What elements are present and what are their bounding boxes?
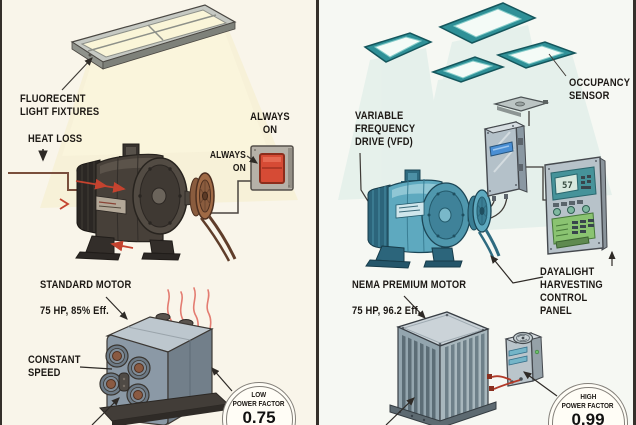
premium-motor-illustration [365, 169, 501, 269]
occupancy-pointer [548, 53, 567, 77]
always-on-side-label: ALWAYS ON [209, 150, 246, 174]
center-divider [316, 0, 319, 425]
bottom-right-pointer [385, 397, 415, 425]
belt-pulley [189, 172, 237, 262]
occupancy-sensor-illustration [492, 96, 550, 126]
vfd-label: VARIABLE FREQUENCY DRIVE (VFD) [355, 110, 416, 148]
nema-motor-label: NEMA PREMIUM MOTOR 75 HP, 96.2 Eff. [352, 266, 466, 318]
heat-chevron [59, 198, 70, 210]
vfd-illustration [483, 121, 528, 201]
fluorescent-label: FLUORECENT LIGHT FIXTURES [20, 93, 100, 118]
premium-motor-nameplate [395, 201, 425, 219]
heat-arrow-3 [110, 240, 134, 252]
right-border [633, 0, 636, 425]
motor-nameplate [95, 195, 127, 215]
fixture-pointer-line [61, 57, 93, 91]
belt-pointer [490, 255, 544, 284]
standard-motor-pointer [105, 296, 128, 320]
finned-transformer-illustration [389, 311, 497, 425]
fluorescent-fixture-illustration [70, 4, 237, 70]
premium-belt-pulley [467, 189, 501, 261]
high-pf-title: HIGH [580, 392, 596, 401]
capacitor-unit-illustration [487, 331, 544, 391]
constant-speed-pointer [79, 366, 113, 370]
high-pf-value: 0.99 [571, 410, 605, 425]
control-panel-illustration: 57 [544, 156, 608, 255]
heat-arrow-2 [97, 182, 126, 193]
led-panels-illustration [363, 2, 578, 83]
led-panel-large [438, 2, 537, 44]
bottom-left-pointer [91, 397, 120, 425]
led-panel-right [495, 41, 578, 69]
always-on-switch [250, 145, 294, 191]
standard-motor-spec: 75 HP, 85% Eff. [40, 305, 109, 317]
low-pf-title: LOW [251, 390, 267, 399]
panel-lcd [554, 173, 579, 195]
daylight-panel-label: DAYALIGHT HARVESTING CONTROL PANEL [540, 266, 603, 317]
standard-motor-label: STANDARD MOTOR 75 HP, 85% Eff. [40, 266, 131, 318]
always-on-top-label: ALWAYS ON [250, 111, 290, 136]
heat-loss-label: HEAT LOSS [28, 133, 83, 145]
led-panel-middle [430, 56, 506, 83]
cooling-fan [512, 331, 534, 345]
constant-speed-label: CONSTANT SPEED [28, 354, 81, 379]
occupancy-sensor-label: OCCUPANCY SENSOR [569, 77, 631, 102]
high-pf-subtitle: POWER FACTOR [562, 401, 614, 410]
low-pf-value: 0.75 [242, 408, 276, 425]
standard-motor-name: STANDARD MOTOR [40, 279, 132, 291]
transformer-illustration [98, 313, 230, 425]
switch-pointer-line [246, 155, 258, 164]
nema-motor-spec: 75 HP, 96.2 Eff. [352, 305, 421, 317]
low-pf-badge-pointer [211, 367, 233, 392]
panel-lcd-value: 57 [562, 181, 573, 191]
nema-motor-pointer [403, 295, 426, 319]
transformer-bushings [99, 344, 151, 407]
nema-motor-name: NEMA PREMIUM MOTOR [352, 279, 467, 291]
left-border [0, 0, 2, 425]
vfd-display [489, 141, 514, 157]
low-pf-subtitle: POWER FACTOR [233, 399, 285, 408]
led-panel-left [363, 32, 433, 63]
standard-motor-illustration [75, 143, 237, 262]
switch-wire [208, 180, 252, 214]
high-pf-badge-pointer [523, 371, 558, 397]
